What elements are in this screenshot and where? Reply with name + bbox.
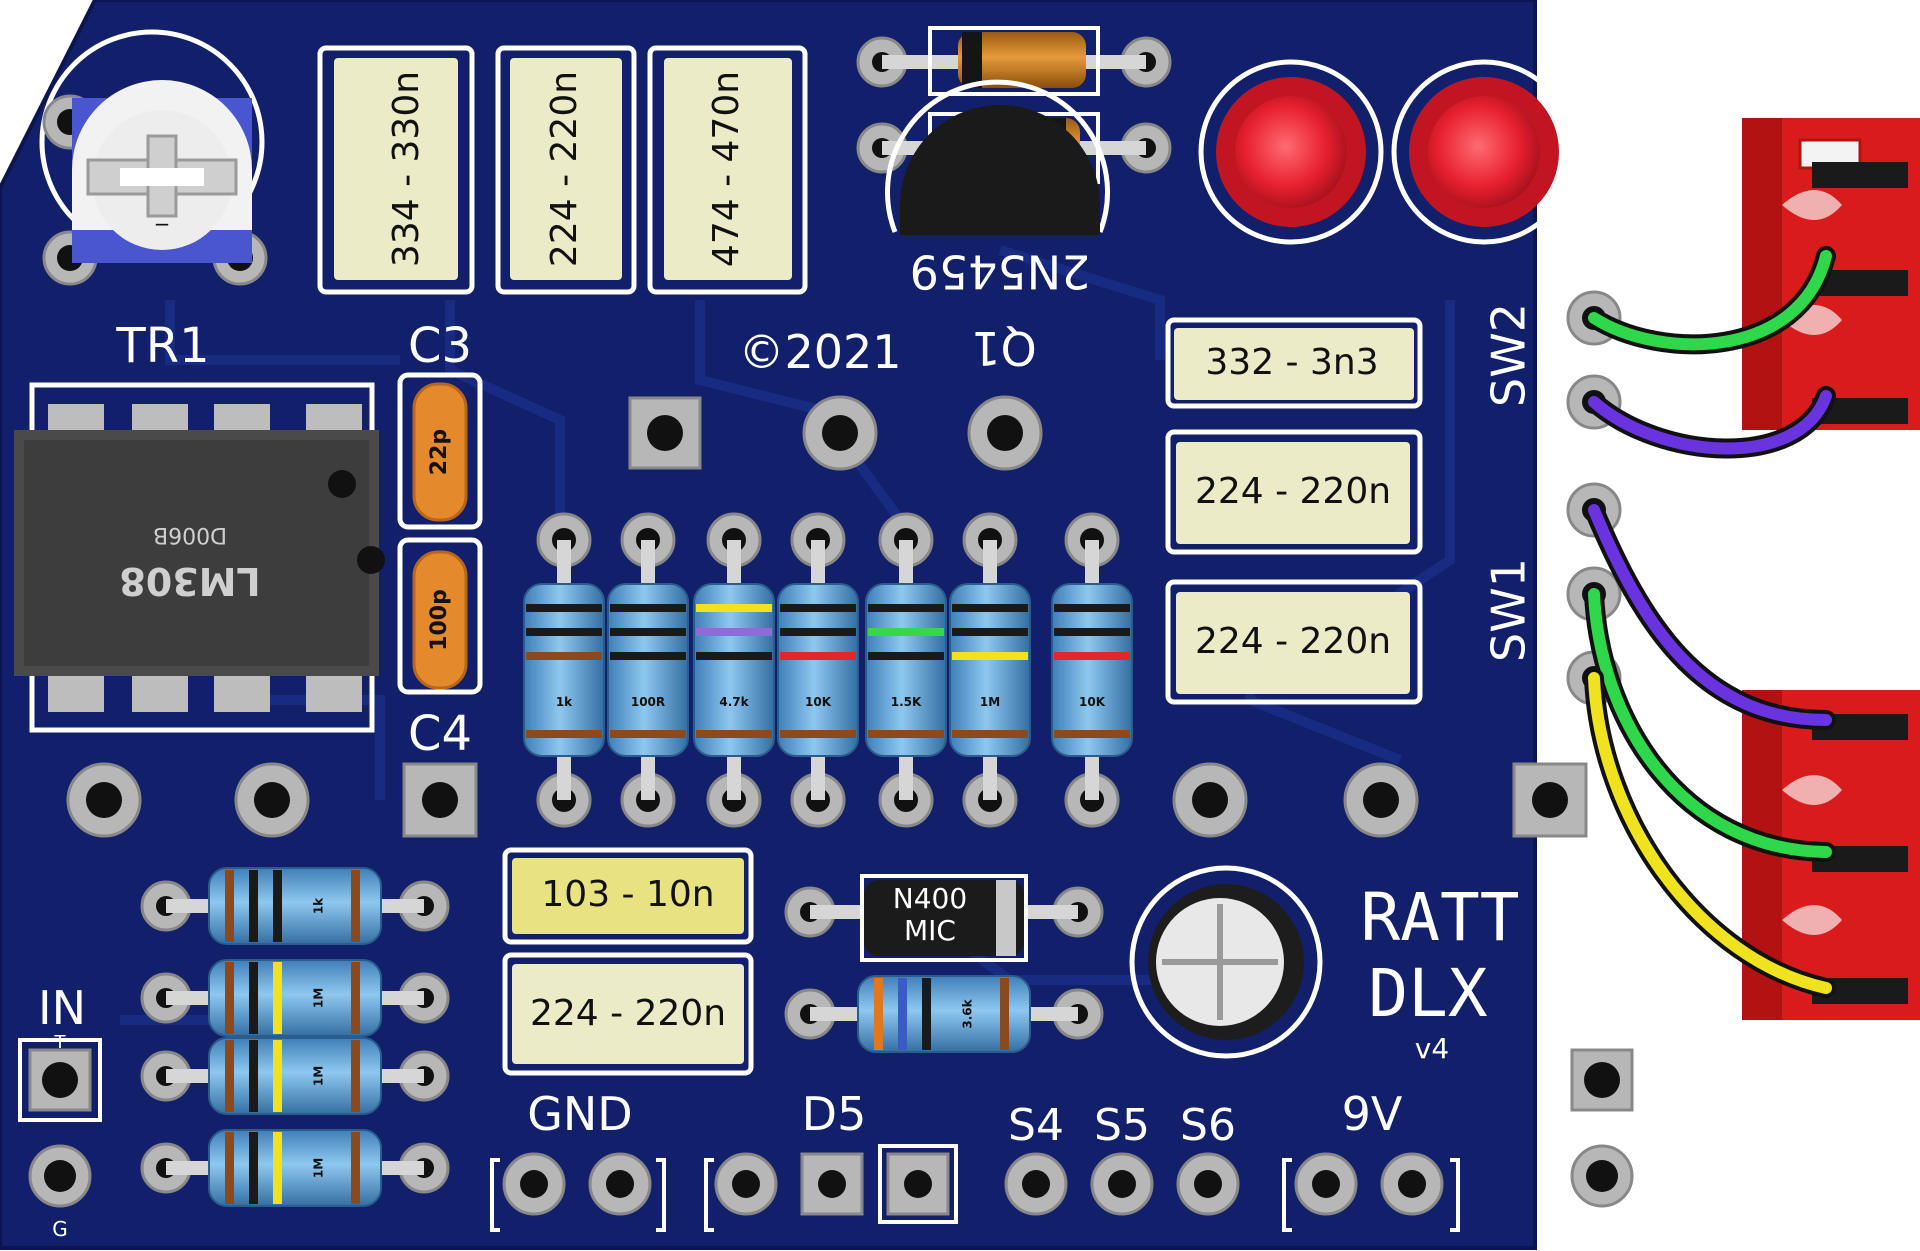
vertical-resistor-label: 1M	[980, 695, 1000, 709]
label-sw1: SW1	[1482, 558, 1536, 662]
label-sw-pin: 11	[1581, 443, 1611, 476]
wires	[1584, 246, 1836, 998]
power-pads	[1282, 1152, 1460, 1232]
film-cap-right3-label: 224 - 220n	[1195, 621, 1391, 662]
horizontal-resistor-label: 3.6k	[961, 998, 975, 1028]
horizontal-resistor-label: 1M	[312, 988, 326, 1008]
film-cap-right1: 332 - 3n3	[1165, 317, 1423, 409]
label-tr1: TR1	[115, 318, 209, 374]
ic-code: D006B	[153, 522, 227, 547]
vertical-resistor: 100R	[607, 512, 689, 828]
film-cap-top2: 224 - 220n	[495, 45, 637, 295]
in-jack-pads	[18, 1038, 102, 1208]
film-cap-right2: 224 - 220n	[1165, 429, 1423, 555]
film-cap-top1-label: 334 - 330n	[386, 71, 427, 267]
vertical-resistor-label: 10K	[1079, 695, 1106, 709]
film-cap-bottom1-label: 103 - 10n	[541, 874, 714, 915]
diode-line1: N400	[893, 882, 967, 915]
copyright: ©2021	[738, 325, 901, 379]
vertical-resistor: 10K	[777, 512, 859, 828]
trimmer-tr1: _	[39, 29, 268, 286]
vertical-resistor: 4.7k	[693, 512, 775, 828]
label-in: IN	[38, 981, 86, 1035]
film-cap-bottom2: 224 - 220n	[502, 952, 754, 1076]
ceramic-c3: 22p	[397, 372, 483, 530]
vertical-resistor-group: 1k 100R 4.7k 10K 1.5K 1M 10K	[523, 512, 1133, 828]
film-cap-top3-label: 474 - 470n	[706, 71, 747, 267]
film-cap-bottom2-label: 224 - 220n	[530, 993, 726, 1034]
lower-pads	[66, 762, 1588, 838]
horizontal-resistor: 1M	[140, 1129, 450, 1207]
label-d5: D5	[802, 1087, 867, 1141]
label-9v: 9V	[1342, 1087, 1403, 1141]
out-jack-pads	[1560, 1038, 1644, 1208]
horizontal-resistor-label: 1M	[312, 1066, 326, 1086]
trimmer-minus: _	[155, 198, 169, 226]
gnd-pads	[490, 1152, 666, 1232]
ceramic-c4: 100p	[397, 537, 483, 695]
board-title: RATT	[1361, 879, 1520, 956]
label-s6: S6	[1180, 1100, 1236, 1151]
horizontal-resistor: 1M	[140, 1037, 450, 1115]
vertical-resistor-label: 4.7k	[719, 695, 749, 709]
in-ground-label: G	[52, 1217, 68, 1241]
board-version: v4	[1415, 1032, 1449, 1065]
transistor-marking: 2N5459	[910, 245, 1091, 299]
electrolytic-cap	[1129, 865, 1323, 1059]
film-cap-right2-label: 224 - 220n	[1195, 471, 1391, 512]
in-tip-label: T	[54, 1032, 67, 1053]
out-ground-label: G	[1594, 1217, 1610, 1241]
film-cap-top2-label: 224 - 220n	[544, 71, 585, 267]
horizontal-resistor-label: 1k	[312, 897, 326, 914]
film-cap-bottom1: 103 - 10n	[502, 847, 754, 945]
vertical-resistor-label: 1.5K	[891, 695, 922, 709]
diode-top1	[856, 26, 1172, 96]
label-c4: C4	[408, 706, 472, 762]
d5-pads	[704, 1144, 958, 1232]
vertical-resistor-label: 10K	[805, 695, 832, 709]
label-s5: S5	[1094, 1100, 1150, 1151]
horizontal-resistor-group: 1k 1M 1M 1M 3.6k	[140, 867, 1104, 1207]
vertical-resistor: 1.5K	[865, 512, 947, 828]
led-left	[1198, 59, 1384, 245]
film-cap-right3: 224 - 220n	[1165, 579, 1423, 705]
vertical-resistor: 10K	[1051, 512, 1133, 828]
film-cap-right1-label: 332 - 3n3	[1205, 342, 1378, 383]
out-tip-label: T	[1596, 1032, 1609, 1053]
horizontal-resistor: 1k	[140, 867, 450, 945]
label-sw2: SW2	[1482, 303, 1536, 407]
led-right	[1391, 59, 1577, 245]
film-cap-top1: 334 - 330n	[317, 45, 475, 295]
ic-lm308: D006B LM308	[14, 382, 385, 733]
vertical-resistor: 1k	[523, 512, 605, 828]
horizontal-resistor: 3.6k	[784, 975, 1104, 1053]
label-s4: S4	[1008, 1100, 1064, 1151]
label-gnd: GND	[527, 1087, 632, 1141]
horizontal-resistor: 1M	[140, 959, 450, 1037]
label-out: OUT	[1553, 981, 1652, 1035]
ic-name: LM308	[119, 559, 260, 603]
c3-value: 22p	[427, 429, 452, 475]
mid-pads	[628, 395, 1043, 471]
horizontal-resistor-label: 1M	[312, 1158, 326, 1178]
c4-value: 100p	[427, 589, 452, 651]
switch-top	[1742, 118, 1920, 430]
board-title-2: DLX	[1368, 955, 1487, 1032]
film-cap-top3: 474 - 470n	[647, 45, 808, 295]
s-pads	[1004, 1152, 1240, 1216]
diode-1n400x: N400 MIC	[784, 874, 1104, 962]
diode-line2: MIC	[904, 914, 956, 947]
vertical-resistor: 1M	[949, 512, 1031, 828]
label-q1: Q1	[971, 321, 1036, 375]
vertical-resistor-label: 1k	[556, 695, 573, 709]
vertical-resistor-label: 100R	[631, 695, 665, 709]
label-c3: C3	[408, 318, 472, 374]
transistor-q1: 2N5459	[885, 79, 1110, 299]
